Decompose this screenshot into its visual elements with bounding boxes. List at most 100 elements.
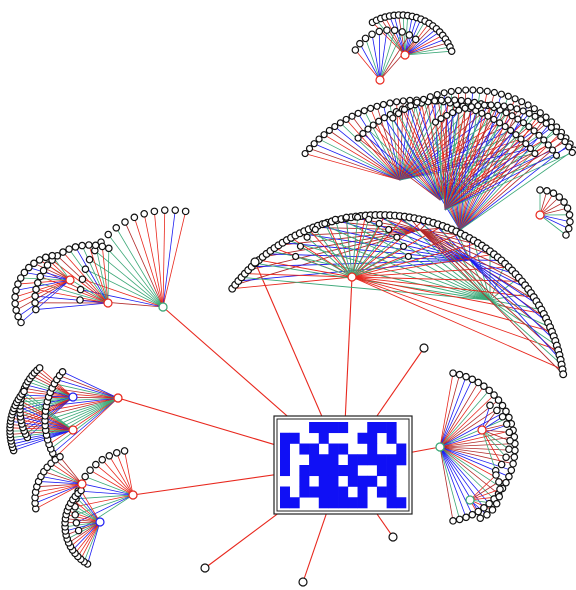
graph-node[interactable] bbox=[492, 471, 500, 479]
graph-node[interactable] bbox=[480, 504, 488, 512]
graph-node[interactable] bbox=[498, 412, 507, 421]
graph-node[interactable] bbox=[497, 90, 506, 98]
graph-node[interactable] bbox=[477, 425, 487, 435]
graph-node[interactable] bbox=[501, 122, 509, 131]
graph-node[interactable] bbox=[354, 134, 362, 142]
graph-node[interactable] bbox=[437, 115, 445, 123]
graph-node[interactable] bbox=[542, 119, 550, 127]
graph-node[interactable] bbox=[474, 378, 483, 387]
graph-node[interactable] bbox=[464, 97, 472, 105]
graph-node[interactable] bbox=[20, 268, 29, 277]
graph-node[interactable] bbox=[519, 119, 528, 127]
graph-node[interactable] bbox=[400, 50, 410, 60]
graph-node[interactable] bbox=[411, 35, 420, 44]
graph-node[interactable] bbox=[461, 104, 469, 112]
graph-node[interactable] bbox=[103, 298, 113, 308]
graph-node[interactable] bbox=[128, 490, 138, 500]
graph-node[interactable] bbox=[33, 278, 42, 287]
graph-node[interactable] bbox=[525, 123, 533, 131]
graph-node[interactable] bbox=[72, 518, 81, 527]
graph-node[interactable] bbox=[511, 446, 519, 455]
graph-node[interactable] bbox=[68, 392, 78, 402]
graph-node[interactable] bbox=[310, 140, 318, 148]
graph-node[interactable] bbox=[493, 101, 502, 109]
graph-node[interactable] bbox=[536, 186, 544, 194]
graph-node[interactable] bbox=[81, 472, 89, 481]
graph-node[interactable] bbox=[311, 225, 319, 234]
graph-node[interactable] bbox=[98, 242, 107, 251]
graph-node[interactable] bbox=[531, 149, 539, 158]
graph-node[interactable] bbox=[507, 466, 516, 475]
graph-node[interactable] bbox=[419, 343, 429, 353]
graph-node[interactable] bbox=[25, 263, 33, 272]
graph-node[interactable] bbox=[59, 248, 67, 256]
graph-node[interactable] bbox=[449, 369, 457, 377]
graph-node[interactable] bbox=[160, 206, 169, 214]
graph-node[interactable] bbox=[32, 305, 40, 314]
graph-node[interactable] bbox=[81, 265, 90, 274]
graph-node[interactable] bbox=[435, 442, 445, 452]
graph-node[interactable] bbox=[360, 107, 368, 115]
graph-node[interactable] bbox=[566, 217, 574, 226]
graph-node[interactable] bbox=[462, 513, 470, 522]
graph-node[interactable] bbox=[444, 96, 452, 104]
graph-node[interactable] bbox=[455, 515, 464, 524]
graph-node[interactable] bbox=[71, 511, 79, 519]
graph-node[interactable] bbox=[440, 89, 448, 97]
graph-node[interactable] bbox=[549, 189, 558, 197]
graph-node[interactable] bbox=[485, 499, 493, 508]
graph-node[interactable] bbox=[303, 233, 311, 241]
graph-node[interactable] bbox=[85, 241, 93, 249]
graph-node[interactable] bbox=[486, 401, 494, 410]
graph-node[interactable] bbox=[495, 492, 504, 501]
graph-node[interactable] bbox=[405, 31, 414, 39]
graph-node[interactable] bbox=[95, 517, 105, 527]
graph-node[interactable] bbox=[505, 445, 513, 454]
graph-node[interactable] bbox=[354, 109, 362, 117]
graph-node[interactable] bbox=[474, 102, 482, 110]
graph-node[interactable] bbox=[502, 478, 510, 487]
graph-node[interactable] bbox=[77, 479, 87, 489]
graph-node[interactable] bbox=[36, 272, 45, 281]
graph-node[interactable] bbox=[498, 401, 507, 410]
graph-node[interactable] bbox=[361, 34, 370, 43]
graph-node[interactable] bbox=[419, 95, 428, 103]
graph-node[interactable] bbox=[502, 420, 511, 428]
graph-node[interactable] bbox=[394, 110, 403, 118]
graph-node[interactable] bbox=[457, 96, 465, 105]
graph-node[interactable] bbox=[158, 302, 168, 312]
graph-node[interactable] bbox=[331, 122, 339, 131]
graph-node[interactable] bbox=[386, 99, 394, 107]
graph-node[interactable] bbox=[150, 207, 159, 216]
graph-node[interactable] bbox=[404, 252, 412, 261]
graph-node[interactable] bbox=[336, 119, 344, 127]
graph-node[interactable] bbox=[462, 372, 470, 381]
graph-node[interactable] bbox=[296, 242, 305, 250]
graph-node[interactable] bbox=[505, 413, 513, 422]
graph-node[interactable] bbox=[513, 105, 521, 113]
graph-node[interactable] bbox=[518, 98, 526, 106]
graph-node[interactable] bbox=[467, 103, 476, 111]
graph-node[interactable] bbox=[490, 391, 498, 399]
graph-node[interactable] bbox=[496, 119, 504, 127]
graph-node[interactable] bbox=[426, 93, 434, 101]
graph-node[interactable] bbox=[451, 96, 459, 104]
graph-node[interactable] bbox=[388, 532, 398, 542]
graph-node[interactable] bbox=[483, 510, 491, 519]
graph-node[interactable] bbox=[383, 26, 391, 34]
graph-node[interactable] bbox=[12, 306, 20, 314]
graph-node[interactable] bbox=[568, 148, 576, 157]
graph-node[interactable] bbox=[465, 495, 475, 505]
graph-node[interactable] bbox=[78, 241, 86, 250]
graph-node[interactable] bbox=[43, 261, 52, 269]
graph-node[interactable] bbox=[31, 292, 39, 300]
graph-node[interactable] bbox=[68, 425, 78, 435]
graph-node[interactable] bbox=[455, 106, 463, 114]
graph-node[interactable] bbox=[476, 514, 485, 522]
graph-node[interactable] bbox=[462, 86, 470, 94]
graph-node[interactable] bbox=[112, 449, 121, 457]
graph-node[interactable] bbox=[496, 485, 504, 494]
graph-node[interactable] bbox=[78, 275, 87, 284]
graph-node[interactable] bbox=[65, 245, 73, 253]
graph-node[interactable] bbox=[373, 102, 381, 110]
